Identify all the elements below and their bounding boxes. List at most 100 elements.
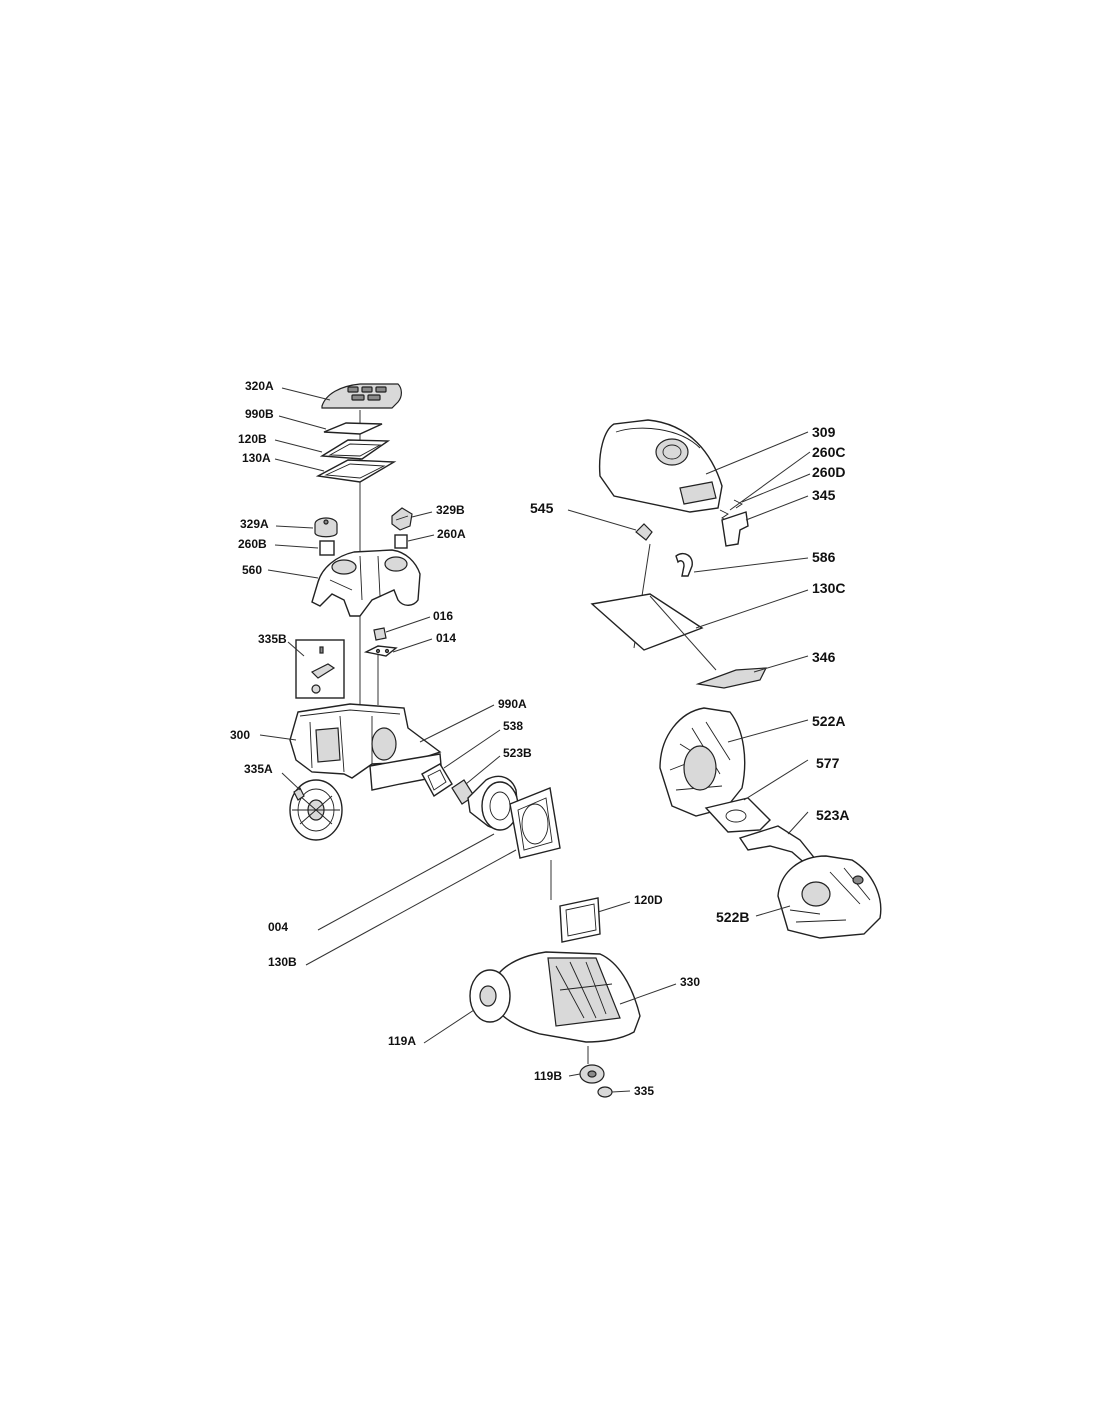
label-335: 335: [634, 1084, 654, 1098]
label-577: 577: [816, 755, 840, 771]
leader-300: [259, 734, 297, 741]
part-577-bracket: [704, 797, 771, 833]
leader-120B: [274, 439, 323, 453]
label-320A: 320A: [245, 379, 274, 393]
assembly-axis-line-6: [649, 595, 717, 671]
part-346-cover-strip: [695, 667, 768, 689]
leader-586: [693, 557, 809, 573]
leader-014: [392, 638, 433, 653]
leader-309: [705, 431, 809, 475]
part-586-hook: [675, 552, 693, 577]
leader-016: [385, 616, 431, 633]
label-346: 346: [812, 649, 836, 665]
part-335B-parts-kit: [295, 639, 345, 699]
leader-330: [619, 983, 677, 1005]
part-130C-gasket: [590, 593, 704, 651]
part-309-top-cover: [598, 419, 723, 513]
label-523A: 523A: [816, 807, 849, 823]
label-523B: 523B: [503, 746, 532, 760]
label-119A: 119A: [388, 1034, 416, 1048]
leader-004: [317, 833, 495, 931]
label-560: 560: [242, 563, 262, 577]
label-260C: 260C: [812, 444, 845, 460]
part-130B-filter-frame: [509, 787, 561, 859]
part-119B-wheel: [579, 1064, 605, 1084]
label-329A: 329A: [240, 517, 269, 531]
label-260A: 260A: [437, 527, 466, 541]
leader-320A: [281, 387, 331, 401]
label-345: 345: [812, 487, 836, 503]
part-990B-plate: [323, 422, 383, 435]
leader-130C: [695, 589, 809, 629]
leader-990A: [419, 704, 495, 743]
leader-538: [443, 729, 501, 769]
part-335A-cable-reel: [289, 779, 343, 841]
label-130A: 130A: [242, 451, 271, 465]
label-016: 016: [433, 609, 453, 623]
leader-523A: [787, 811, 809, 835]
leader-335A: [281, 772, 301, 791]
label-990A: 990A: [498, 697, 527, 711]
leader-119A: [423, 1009, 475, 1044]
part-016-clip: [373, 627, 387, 641]
leader-260A: [407, 534, 435, 542]
label-329B: 329B: [436, 503, 465, 517]
part-130A-gasket: [315, 459, 397, 483]
leader-560: [267, 569, 319, 579]
label-335B: 335B: [258, 632, 287, 646]
part-004-motor: [467, 775, 519, 831]
leader-545: [567, 509, 637, 531]
leader-335: [611, 1090, 631, 1093]
part-320A-button-panel: [321, 383, 402, 409]
part-260B-spring: [319, 540, 335, 556]
leader-990B: [278, 415, 327, 430]
leader-522B: [755, 905, 791, 917]
label-260D: 260D: [812, 464, 845, 480]
part-545-latch: [635, 523, 653, 541]
leader-329B: [411, 511, 433, 518]
label-130C: 130C: [812, 580, 845, 596]
part-014-plate: [363, 645, 398, 657]
leader-119B: [568, 1073, 581, 1077]
leader-260C: [729, 451, 811, 511]
label-522A: 522A: [812, 713, 845, 729]
part-538-seal: [421, 763, 453, 798]
part-120D-filter: [559, 897, 601, 943]
part-260A-spring: [394, 534, 408, 549]
leader-335B: [287, 641, 305, 657]
label-300: 300: [230, 728, 250, 742]
part-330-base-body: [469, 951, 641, 1043]
leader-577: [743, 759, 809, 801]
part-329B-knob: [391, 507, 413, 531]
label-004: 004: [268, 920, 288, 934]
part-560-upper-housing: [311, 549, 421, 617]
label-538: 538: [503, 719, 523, 733]
label-120D: 120D: [634, 893, 663, 907]
label-130B: 130B: [268, 955, 297, 969]
leader-329A: [275, 525, 314, 529]
label-309: 309: [812, 424, 836, 440]
part-329A-knob: [314, 517, 338, 538]
label-522B: 522B: [716, 909, 749, 925]
leader-260B: [274, 544, 319, 549]
part-120B-filter-frame: [319, 439, 391, 460]
label-545: 545: [530, 500, 554, 516]
part-522A-front-shell: [659, 707, 746, 817]
label-330: 330: [680, 975, 700, 989]
leader-130A: [274, 458, 325, 472]
leader-260D: [741, 473, 811, 503]
label-119B: 119B: [534, 1069, 562, 1083]
label-014: 014: [436, 631, 456, 645]
label-586: 586: [812, 549, 836, 565]
leader-522A: [727, 719, 809, 743]
part-260D-spring: [733, 499, 743, 509]
part-522B-rear-shell: [777, 855, 882, 939]
label-260B: 260B: [238, 537, 267, 551]
label-335A: 335A: [244, 762, 273, 776]
part-345-release-button: [721, 511, 749, 547]
label-990B: 990B: [245, 407, 274, 421]
label-120B: 120B: [238, 432, 267, 446]
leader-345: [745, 495, 809, 521]
part-335-small-cap: [597, 1086, 613, 1098]
